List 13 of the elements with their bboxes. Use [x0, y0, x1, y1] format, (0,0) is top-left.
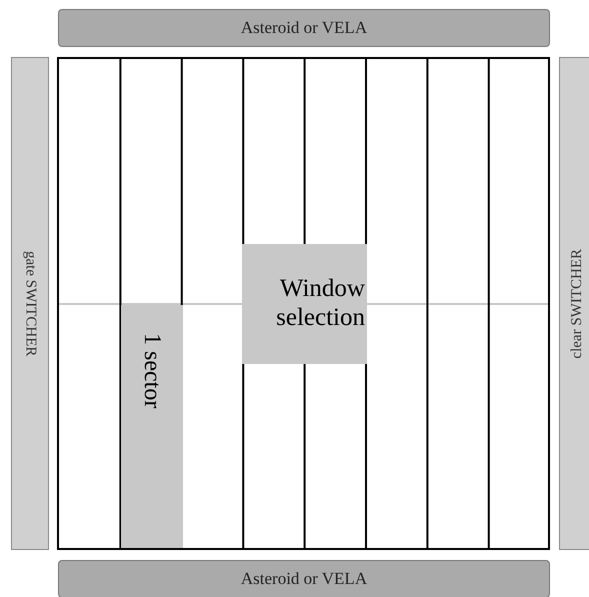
label-bar: [58, 9, 550, 47]
label-text: gate SWITCHER: [21, 250, 40, 356]
sector-box: [121, 305, 183, 548]
label-text: clear SWITCHER: [568, 248, 586, 358]
label-text: Window selection: [275, 275, 365, 333]
label-text: 1 sector: [138, 333, 166, 410]
label-text: Asteroid or VELA: [240, 17, 368, 40]
label-bar: [58, 560, 550, 597]
window-box: [242, 244, 367, 364]
label-text: Asteroid or VELA: [240, 568, 368, 590]
side-bar: [559, 57, 589, 550]
side-bar: [11, 57, 49, 550]
sector-grid: [57, 57, 550, 550]
